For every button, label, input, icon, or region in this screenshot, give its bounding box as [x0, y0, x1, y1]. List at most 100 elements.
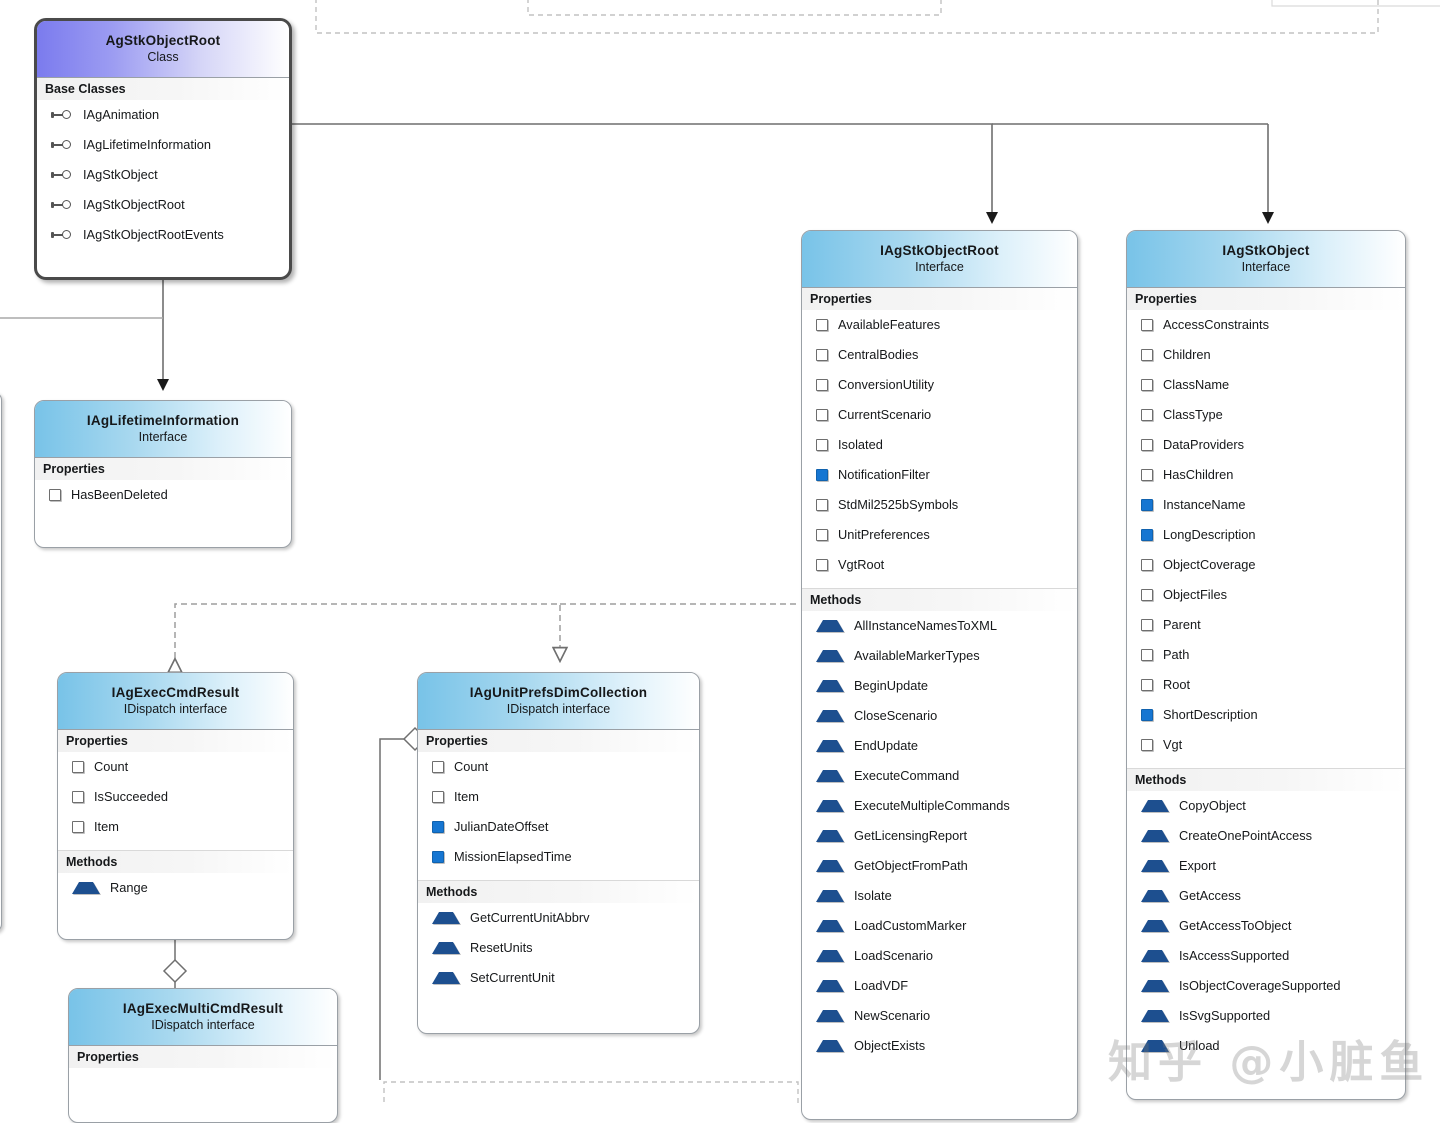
- property-label: Count: [454, 759, 489, 775]
- list-item[interactable]: Count: [418, 752, 699, 782]
- list-item[interactable]: VgtRoot: [802, 550, 1077, 580]
- interface-box-iagexeccmdresult[interactable]: IAgExecCmdResult IDispatch interface Pro…: [57, 672, 294, 940]
- section-properties: Properties: [69, 1045, 337, 1068]
- list-item[interactable]: Isolate: [802, 881, 1077, 911]
- list-item[interactable]: ClassType: [1127, 400, 1405, 430]
- method-triangle-icon: [816, 859, 844, 872]
- list-item[interactable]: AvailableFeatures: [802, 310, 1077, 340]
- interface-box-iagstkobject[interactable]: IAgStkObject Interface Properties Access…: [1126, 230, 1406, 1100]
- property-label: Isolated: [838, 437, 883, 453]
- list-item[interactable]: LongDescription: [1127, 520, 1405, 550]
- interface-box-iagunitprefsdimcollection[interactable]: IAgUnitPrefsDimCollection IDispatch inte…: [417, 672, 700, 1034]
- list-item[interactable]: JulianDateOffset: [418, 812, 699, 842]
- list-item[interactable]: NewScenario: [802, 1001, 1077, 1031]
- list-item[interactable]: CreateOnePointAccess: [1127, 821, 1405, 851]
- list-item[interactable]: ExecuteMultipleCommands: [802, 791, 1077, 821]
- list-item[interactable]: Item: [58, 812, 293, 842]
- base-classes-list: IAgAnimation IAgLifetimeInformation IAgS…: [37, 100, 289, 258]
- list-item[interactable]: SetCurrentUnit: [418, 963, 699, 993]
- interface-box-iaglifetimeinformation[interactable]: IAgLifetimeInformation Interface Propert…: [34, 400, 292, 548]
- list-item[interactable]: Path: [1127, 640, 1405, 670]
- list-item[interactable]: IsSucceeded: [58, 782, 293, 812]
- list-item[interactable]: StdMil2525bSymbols: [802, 490, 1077, 520]
- property-label: LongDescription: [1163, 527, 1256, 543]
- interface-box-iagstkobjectroot[interactable]: IAgStkObjectRoot Interface Properties Av…: [801, 230, 1078, 1120]
- list-item[interactable]: ConversionUtility: [802, 370, 1077, 400]
- list-item[interactable]: UnitPreferences: [802, 520, 1077, 550]
- list-item[interactable]: IAgStkObjectRootEvents: [37, 220, 289, 250]
- list-item[interactable]: DataProviders: [1127, 430, 1405, 460]
- list-item[interactable]: GetAccessToObject: [1127, 911, 1405, 941]
- list-item[interactable]: Vgt: [1127, 730, 1405, 760]
- list-item[interactable]: AvailableMarkerTypes: [802, 641, 1077, 671]
- container-frame-top: [315, 0, 1379, 34]
- list-item[interactable]: Root: [1127, 670, 1405, 700]
- list-item[interactable]: CopyObject: [1127, 791, 1405, 821]
- list-item[interactable]: CloseScenario: [802, 701, 1077, 731]
- base-class-label: IAgStkObjectRootEvents: [83, 227, 224, 243]
- list-item[interactable]: HasBeenDeleted: [35, 480, 291, 510]
- list-item[interactable]: IAgLifetimeInformation: [37, 130, 289, 160]
- interface-title: IAgStkObject: [1222, 243, 1310, 258]
- list-item[interactable]: Isolated: [802, 430, 1077, 460]
- list-item[interactable]: LoadScenario: [802, 941, 1077, 971]
- list-item[interactable]: MissionElapsedTime: [418, 842, 699, 872]
- list-item[interactable]: ShortDescription: [1127, 700, 1405, 730]
- container-frame-bottom: [383, 1081, 799, 1105]
- section-properties: Properties: [35, 457, 291, 480]
- list-item[interactable]: IsObjectCoverageSupported: [1127, 971, 1405, 1001]
- property-readonly-icon: [432, 790, 444, 803]
- list-item[interactable]: GetLicensingReport: [802, 821, 1077, 851]
- class-stereotype: Class: [147, 49, 179, 64]
- property-readonly-icon: [1141, 348, 1153, 361]
- interface-title: IAgUnitPrefsDimCollection: [469, 685, 648, 700]
- method-label: AllInstanceNamesToXML: [854, 618, 997, 634]
- list-item[interactable]: ClassName: [1127, 370, 1405, 400]
- list-item[interactable]: ObjectExists: [802, 1031, 1077, 1061]
- list-item[interactable]: InstanceName: [1127, 490, 1405, 520]
- list-item[interactable]: BeginUpdate: [802, 671, 1077, 701]
- container-frame-right: [1271, 0, 1440, 7]
- interface-box-iagexecmulticmdresult[interactable]: IAgExecMultiCmdResult IDispatch interfac…: [68, 988, 338, 1123]
- method-triangle-icon: [72, 881, 100, 894]
- list-item[interactable]: GetObjectFromPath: [802, 851, 1077, 881]
- list-item[interactable]: IsSvgSupported: [1127, 1001, 1405, 1031]
- method-label: IsObjectCoverageSupported: [1179, 978, 1341, 994]
- method-label: IsSvgSupported: [1179, 1008, 1271, 1024]
- list-item[interactable]: Range: [58, 873, 293, 903]
- property-label: Root: [1163, 677, 1191, 693]
- method-triangle-icon: [816, 919, 844, 932]
- property-readwrite-icon: [816, 468, 828, 481]
- list-item[interactable]: ExecuteCommand: [802, 761, 1077, 791]
- property-readonly-icon: [72, 820, 84, 833]
- list-item[interactable]: GetAccess: [1127, 881, 1405, 911]
- list-item[interactable]: ResetUnits: [418, 933, 699, 963]
- list-item[interactable]: ObjectFiles: [1127, 580, 1405, 610]
- list-item[interactable]: IAgStkObject: [37, 160, 289, 190]
- list-item[interactable]: GetCurrentUnitAbbrv: [418, 903, 699, 933]
- list-item[interactable]: ObjectCoverage: [1127, 550, 1405, 580]
- list-item[interactable]: Item: [418, 782, 699, 812]
- list-item[interactable]: AccessConstraints: [1127, 310, 1405, 340]
- list-item[interactable]: IAgStkObjectRoot: [37, 190, 289, 220]
- list-item[interactable]: IAgAnimation: [37, 100, 289, 130]
- list-item[interactable]: CurrentScenario: [802, 400, 1077, 430]
- class-box-agstkobjectroot[interactable]: AgStkObjectRoot Class Base Classes IAgAn…: [34, 18, 292, 280]
- list-item[interactable]: HasChildren: [1127, 460, 1405, 490]
- list-item[interactable]: Export: [1127, 851, 1405, 881]
- list-item[interactable]: Unload: [1127, 1031, 1405, 1061]
- list-item[interactable]: Children: [1127, 340, 1405, 370]
- list-item[interactable]: AllInstanceNamesToXML: [802, 611, 1077, 641]
- list-item[interactable]: CentralBodies: [802, 340, 1077, 370]
- list-item[interactable]: LoadCustomMarker: [802, 911, 1077, 941]
- property-readwrite-icon: [1141, 708, 1153, 721]
- class-title: AgStkObjectRoot: [105, 33, 221, 48]
- property-label: CurrentScenario: [838, 407, 932, 423]
- list-item[interactable]: LoadVDF: [802, 971, 1077, 1001]
- list-item[interactable]: IsAccessSupported: [1127, 941, 1405, 971]
- list-item[interactable]: EndUpdate: [802, 731, 1077, 761]
- list-item[interactable]: Parent: [1127, 610, 1405, 640]
- list-item[interactable]: Count: [58, 752, 293, 782]
- list-item[interactable]: NotificationFilter: [802, 460, 1077, 490]
